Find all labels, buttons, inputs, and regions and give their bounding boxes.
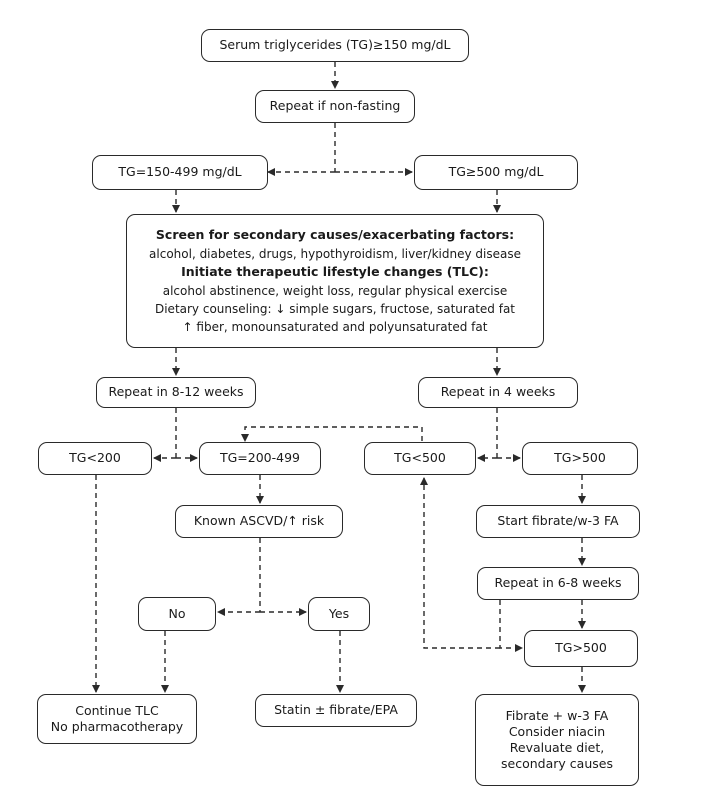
screen-heading: Screen for secondary causes/exacerbating… [155,227,515,243]
tlc-line: alcohol abstinence, weight loss, regular… [162,283,508,298]
node-serum-triglycerides: Serum triglycerides (TG)≥150 mg/dL [201,29,469,62]
node-screen-secondary-causes: Screen for secondary causes/exacerbating… [126,214,544,348]
arrow-tg-lt500-to-repeat-path [241,426,423,442]
node-repeat-6-8-weeks: Repeat in 6-8 weeks [477,567,639,600]
node-start-fibrate: Start fibrate/w-3 FA [476,505,640,538]
node-repeat-non-fasting: Repeat if non-fasting [255,90,415,123]
tlc-heading: Initiate therapeutic lifestyle changes (… [181,264,489,279]
node-continue-tlc: Continue TLC No pharmacotherapy [37,694,197,744]
node-statin-fibrate-epa: Statin ± fibrate/EPA [255,694,417,727]
node-tg-150-499: TG=150-499 mg/dL [92,155,268,190]
node-tg-gt500-second: TG>500 [524,630,638,667]
node-no: No [138,597,216,631]
node-repeat-8-12-weeks: Repeat in 8-12 weeks [96,377,256,408]
node-repeat-4-weeks: Repeat in 4 weeks [418,377,578,408]
diet-line-increase: ↑ fiber, monounsaturated and polyunsatur… [182,319,488,334]
arrow-tg-gt500-back-to-tg-lt500 [420,477,500,649]
arrow-repeat-6-8-to-tg-gt500-side [499,600,523,652]
node-tg-lt500: TG<500 [364,442,476,475]
node-tg-ge500: TG≥500 mg/dL [414,155,578,190]
node-tg-200-499: TG=200-499 [199,442,321,475]
node-fibrate-w3-final: Fibrate + w-3 FA Consider niacin Revalua… [475,694,639,786]
node-tg-lt200: TG<200 [38,442,152,475]
node-known-ascvd-risk: Known ASCVD/↑ risk [175,505,343,538]
screen-causes-line: alcohol, diabetes, drugs, hypothyroidism… [149,247,521,261]
diet-line-decrease: Dietary counseling: ↓ simple sugars, fru… [154,301,515,316]
node-yes: Yes [308,597,370,631]
node-tg-gt500-first: TG>500 [522,442,638,475]
